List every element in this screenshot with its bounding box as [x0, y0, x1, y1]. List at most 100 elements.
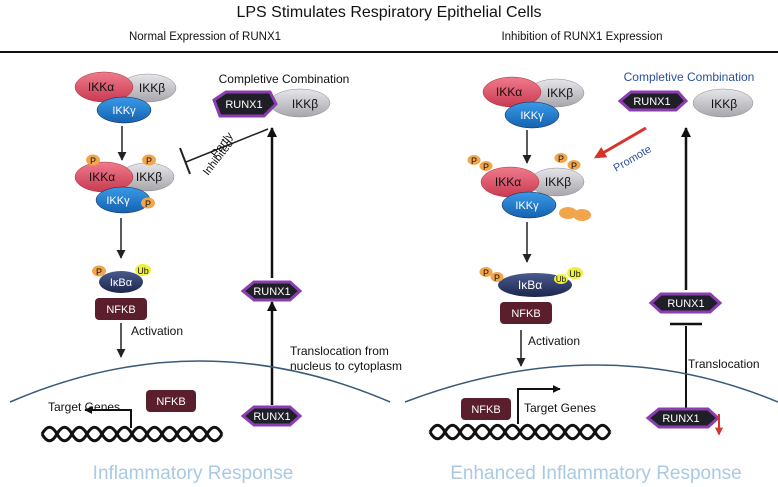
- phosphate-label: P: [483, 268, 489, 278]
- ubiquitin-label: Ub: [556, 275, 567, 284]
- runx1-label: RUNX1: [633, 96, 670, 108]
- runx1-label: RUNX1: [662, 413, 699, 425]
- ubiquitin-label: Ub: [569, 269, 581, 279]
- ikk-beta-label: IKKβ: [547, 86, 573, 100]
- runx1-pentagon: [212, 90, 278, 118]
- nfkb-box: [461, 398, 511, 420]
- nfkb-box: [95, 298, 147, 320]
- ikba-shape: [498, 273, 572, 297]
- right-ikk-complex-phospho: P P P P IKKα IKKβ IKKγ: [467, 153, 591, 221]
- ikba-label: IκBα: [518, 278, 542, 292]
- left-competitive-label: Completive Combination: [219, 72, 350, 86]
- ikk-alpha-label: IKKα: [496, 85, 522, 99]
- ubiquitin-marker: [135, 264, 151, 276]
- phosphate-marker: [479, 267, 493, 277]
- dna-helix: [40, 425, 224, 443]
- ikk-alpha-label: IKKα: [88, 80, 114, 94]
- phosphate-marker: [467, 155, 481, 165]
- phosphate-label: P: [146, 156, 152, 166]
- runx1-pentagon: [240, 280, 303, 302]
- phosphate-marker: [92, 265, 106, 277]
- phosphate-label: P: [145, 199, 151, 209]
- nfkb-box: [146, 390, 196, 412]
- runx1-label: RUNX1: [225, 99, 262, 111]
- ikk-beta-label: IKKβ: [711, 97, 737, 111]
- phosphate-marker: [142, 154, 156, 166]
- phosphate-marker: [490, 272, 504, 282]
- right-ikk-complex-top: IKKα IKKβ IKKγ: [482, 76, 585, 129]
- phosphate-label: P: [96, 267, 102, 277]
- dna-helix: [428, 423, 612, 441]
- translocation-label-line1: Translocation from: [290, 344, 389, 358]
- phosphate-label: P: [494, 273, 500, 283]
- phosphate-marker: [141, 197, 155, 209]
- translocation-label-line2: nucleus to cytoplasm: [290, 359, 402, 373]
- inhibition-bar: [179, 147, 191, 175]
- phosphate-marker: [567, 160, 581, 170]
- ikk-beta-label: IKKβ: [545, 175, 571, 189]
- target-genes-label: Target Genes: [524, 401, 596, 415]
- transcription-arrow: [517, 385, 561, 424]
- right-subtitle: Inhibition of RUNX1 Expression: [501, 31, 662, 43]
- nfkb-label: NFKB: [471, 404, 500, 416]
- runx1-label: RUNX1: [253, 286, 290, 298]
- nuclear-membrane: [404, 364, 778, 403]
- left-response-label: Inflammatory Response: [93, 463, 294, 484]
- ikba-label: IκBα: [110, 277, 133, 289]
- runx1-pentagon: [240, 405, 303, 427]
- phosphate-label: P: [571, 161, 577, 171]
- ikk-beta-label: IKKβ: [139, 81, 165, 95]
- phosphate-marker: [554, 153, 568, 163]
- runx1-pentagon: [617, 90, 689, 112]
- runx1-label: RUNX1: [667, 298, 704, 310]
- phosphate-marker: [86, 154, 100, 166]
- ikk-gamma-label: IKKγ: [515, 200, 539, 212]
- ikk-gamma-shape: [504, 101, 560, 129]
- right-response-label: Enhanced Inflammatory Response: [450, 463, 742, 484]
- activation-label: Activation: [131, 324, 183, 338]
- promote-label: Promote: [612, 143, 654, 174]
- ikk-gamma-shape: [96, 96, 152, 124]
- target-genes-label: Target Genes: [48, 400, 120, 414]
- nfkb-label: NFKB: [106, 304, 135, 316]
- left-ikk-complex-top: IKKα IKKβ IKKγ: [74, 71, 177, 124]
- nfkb-box: [500, 302, 552, 324]
- runx1-pentagon: [648, 292, 723, 314]
- ikk-beta-shape: [692, 88, 754, 118]
- phosphate-label: P: [558, 154, 564, 164]
- ikk-beta-label: IKKβ: [136, 170, 162, 184]
- ubiquitin-label: Ub: [137, 266, 149, 276]
- runx1-label: RUNX1: [253, 411, 290, 423]
- phosphate-label: P: [483, 162, 489, 172]
- ikk-gamma-label: IKKγ: [520, 110, 544, 122]
- page-title: LPS Stimulates Respiratory Epithelial Ce…: [236, 4, 541, 21]
- promote-arrow: [593, 126, 647, 159]
- ikk-alpha-label: IKKα: [89, 170, 115, 184]
- right-competitive-label: Completive Combination: [624, 70, 755, 84]
- nfkb-label: NFKB: [511, 308, 540, 320]
- phosphate-marker: [479, 161, 493, 171]
- translocation-label: Translocation: [688, 357, 760, 371]
- left-ikk-complex-phospho: P P P IKKα IKKβ IKKγ: [74, 154, 175, 214]
- right-ikba-complex: P P Ub Ub IκBα: [479, 267, 583, 297]
- inhibition-line: [185, 128, 269, 163]
- phosphate-marker: [559, 207, 577, 219]
- phosphate-marker: [573, 209, 591, 221]
- phosphate-label: P: [90, 156, 96, 166]
- nfkb-label: NFKB: [156, 396, 185, 408]
- ubiquitin-marker: [554, 274, 568, 284]
- activation-label: Activation: [528, 334, 580, 348]
- phosphate-label: P: [471, 156, 477, 166]
- ikk-alpha-label: IKKα: [495, 175, 521, 189]
- left-subtitle: Normal Expression of RUNX1: [129, 31, 281, 43]
- ubiquitin-marker: [567, 267, 583, 279]
- ikk-beta-label: IKKβ: [292, 97, 318, 111]
- transcription-arrow: [84, 406, 132, 428]
- ikba-shape: [99, 271, 143, 293]
- ikk-gamma-shape: [501, 191, 557, 219]
- ikk-gamma-label: IKKγ: [106, 195, 130, 207]
- left-ikba-complex: P Ub IκBα: [92, 264, 151, 293]
- ikk-gamma-label: IKKγ: [112, 105, 136, 117]
- nuclear-membrane: [9, 360, 391, 403]
